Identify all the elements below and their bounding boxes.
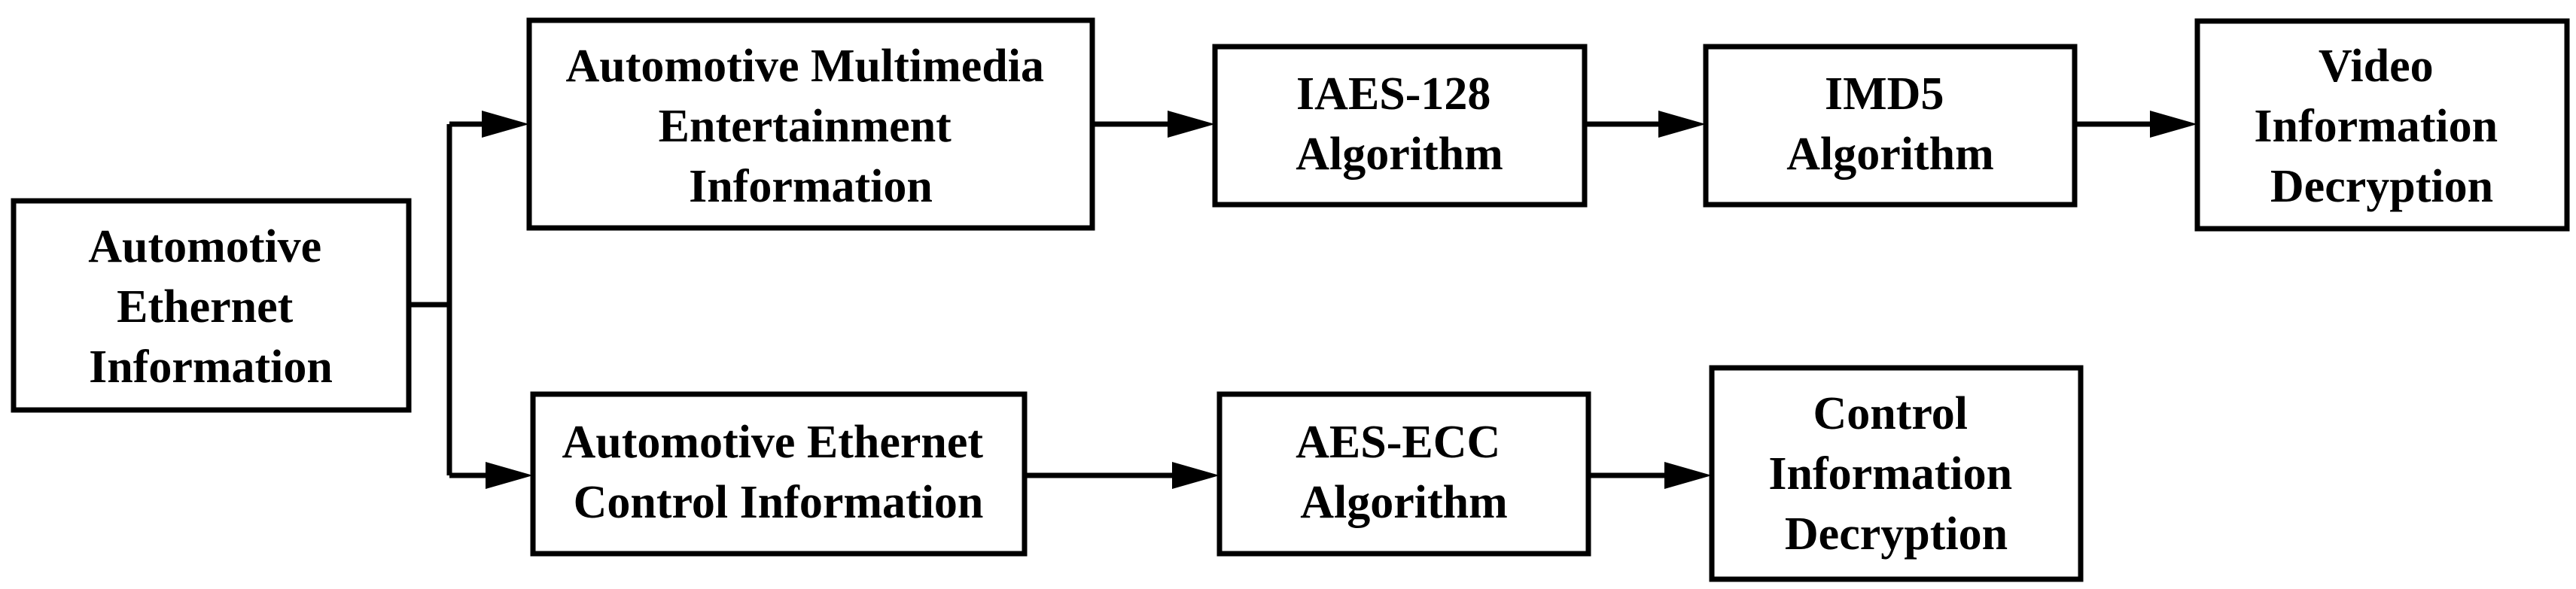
node-label-line: Decryption: [1785, 509, 2008, 560]
node-label-line: Information: [89, 342, 333, 393]
node-label-iaes: IAES-128 Algorithm: [1296, 68, 1503, 180]
node-label-control: Automotive Ethernet Control Information: [562, 417, 994, 528]
node-label-video-dec: Video Information Decryption: [2254, 41, 2509, 212]
node-label-line: IMD5: [1825, 68, 1944, 120]
arrow-iaes-to-imd5: [1658, 111, 1706, 138]
arrow-control-to-aes-ecc: [1172, 462, 1219, 489]
node-box-iaes: [1212, 44, 1588, 208]
arrow-aes-ecc-to-control-dec: [1664, 462, 1712, 489]
node-label-line: Automotive Ethernet: [562, 417, 983, 468]
node-box-eth-info: [11, 198, 412, 413]
node-label-line: Information: [689, 161, 933, 212]
node-label-aes-ecc: AES-ECC Algorithm: [1296, 417, 1512, 528]
node-label-eth-info: Automotive Ethernet Information: [88, 221, 333, 393]
node-label-line: IAES-128: [1296, 68, 1490, 120]
arrow-imd5-to-video-dec: [2150, 111, 2197, 138]
node-box-multimedia: [526, 17, 1095, 231]
node-label-line: AES-ECC: [1296, 417, 1500, 468]
node-label-line: Ethernet: [117, 281, 294, 332]
node-box-control: [530, 391, 1028, 557]
node-label-line: Video: [2319, 41, 2434, 92]
node-label-line: Decryption: [2270, 161, 2493, 212]
node-label-line: Algorithm: [1296, 129, 1503, 180]
node-label-line: Control Information: [574, 477, 984, 528]
node-box-video-dec: [2194, 18, 2570, 232]
node-label-imd5: IMD5 Algorithm: [1786, 68, 1994, 180]
arrow-multimedia-to-iaes: [1168, 111, 1215, 138]
node-label-line: Automotive: [88, 221, 321, 272]
arrow-eth-info-to-multimedia: [482, 111, 529, 138]
node-box-control-dec: [1709, 365, 2084, 582]
node-label-line: Information: [1768, 448, 2012, 499]
node-label-control-dec: Control Information Decryption: [1768, 388, 2023, 560]
node-label-multimedia: Automotive Multimedia Entertainment Info…: [566, 41, 1056, 212]
node-label-line: Algorithm: [1300, 477, 1508, 528]
arrow-eth-info-to-control: [486, 462, 533, 489]
node-label-line: Information: [2254, 101, 2498, 152]
node-label-line: Control: [1813, 388, 1968, 439]
node-label-line: Algorithm: [1786, 129, 1994, 180]
node-box-aes-ecc: [1216, 391, 1591, 557]
node-label-line: Automotive Multimedia: [566, 41, 1044, 92]
node-label-line: Entertainment: [659, 101, 952, 152]
